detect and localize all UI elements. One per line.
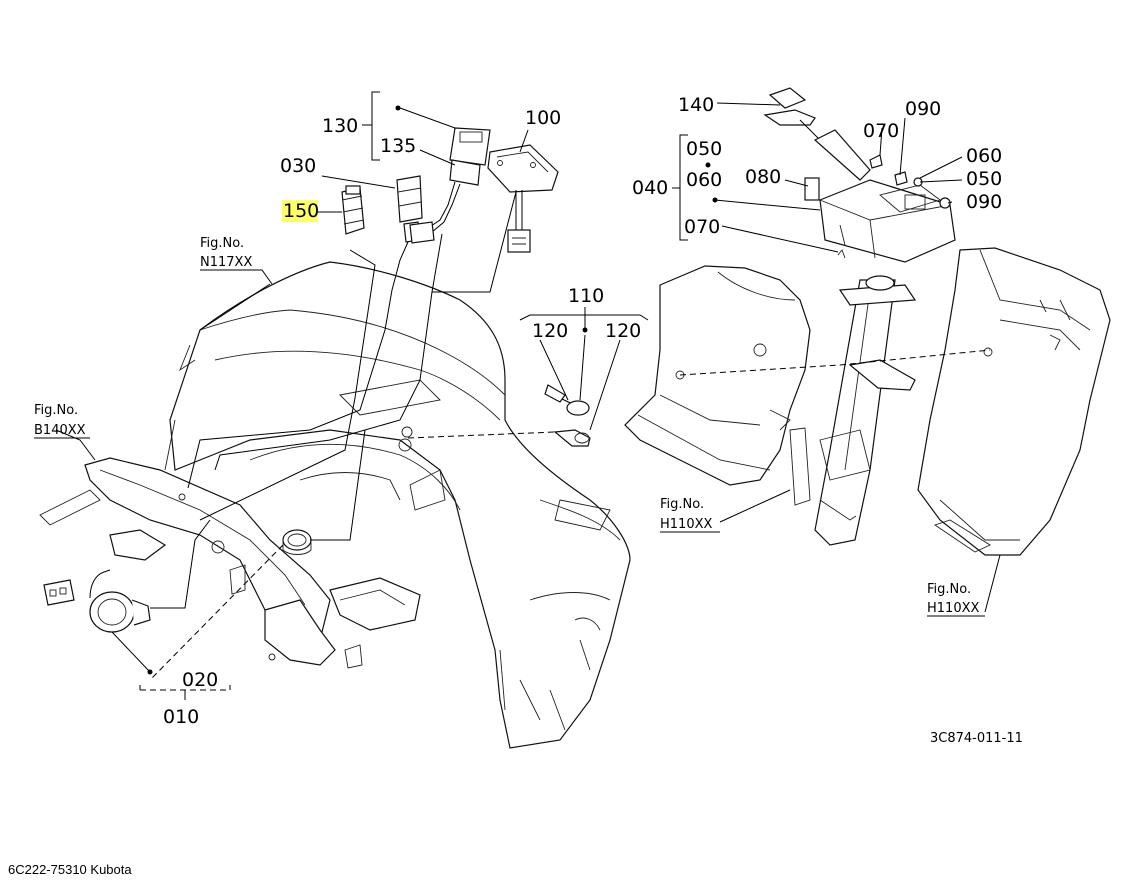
callout-070-top[interactable]: 070 bbox=[863, 120, 899, 142]
callout-080[interactable]: 080 bbox=[745, 166, 781, 188]
key-set-110[interactable] bbox=[544, 384, 591, 447]
lever-140[interactable] bbox=[763, 87, 871, 181]
callout-135[interactable]: 135 bbox=[380, 135, 416, 157]
callout-050-top[interactable]: 050 bbox=[686, 138, 722, 160]
callout-100[interactable]: 100 bbox=[525, 107, 561, 129]
fig-ref-n117-title[interactable]: Fig.No. bbox=[200, 236, 244, 251]
bracket-bar bbox=[39, 457, 421, 669]
column-cover-left bbox=[624, 265, 811, 486]
fig-ref-n117-code[interactable]: N117XX bbox=[200, 255, 252, 270]
callout-090-top[interactable]: 090 bbox=[905, 98, 941, 120]
callout-120-right[interactable]: 120 bbox=[605, 320, 641, 342]
connector-plate-100[interactable] bbox=[487, 144, 559, 253]
lighter-socket-020[interactable] bbox=[43, 569, 151, 633]
callout-060-left[interactable]: 060 bbox=[686, 169, 722, 191]
leader-lines-right bbox=[672, 102, 1001, 613]
callout-090-right[interactable]: 090 bbox=[966, 191, 1002, 213]
callout-020[interactable]: 020 bbox=[182, 669, 218, 691]
callout-040[interactable]: 040 bbox=[632, 177, 668, 199]
callout-070-bottom[interactable]: 070 bbox=[684, 216, 720, 238]
callout-060-right[interactable]: 060 bbox=[966, 145, 1002, 167]
footer-caption: 6C222-75310 Kubota bbox=[8, 862, 132, 877]
combination-switch-040[interactable] bbox=[819, 179, 956, 263]
callout-110[interactable]: 110 bbox=[568, 285, 604, 307]
fig-ref-h110-right-title[interactable]: Fig.No. bbox=[927, 582, 971, 597]
callout-140[interactable]: 140 bbox=[678, 94, 714, 116]
hazard-switch-130[interactable] bbox=[409, 127, 491, 244]
callout-010[interactable]: 010 bbox=[163, 706, 199, 728]
drawing-code: 3C874-011-11 bbox=[930, 731, 1023, 746]
fig-ref-h110-left-code[interactable]: H110XX bbox=[660, 517, 712, 532]
ring-nut-010[interactable] bbox=[282, 529, 312, 555]
callout-130[interactable]: 130 bbox=[322, 115, 358, 137]
steering-column bbox=[789, 275, 917, 546]
callout-150[interactable]: 150 bbox=[283, 200, 319, 222]
switch-150[interactable] bbox=[341, 185, 365, 235]
dash-panel bbox=[164, 261, 631, 749]
callouts: 130 135 100 030 150 110 120 120 020 010 … bbox=[163, 94, 1002, 728]
callout-120-left[interactable]: 120 bbox=[532, 320, 568, 342]
column-cover-right bbox=[917, 247, 1111, 556]
callout-050-right[interactable]: 050 bbox=[966, 168, 1002, 190]
leader-lines-left bbox=[55, 91, 649, 700]
fig-ref-h110-right-code[interactable]: H110XX bbox=[927, 601, 979, 616]
fig-ref-h110-left-title[interactable]: Fig.No. bbox=[660, 497, 704, 512]
fig-ref-b140-title[interactable]: Fig.No. bbox=[34, 403, 78, 418]
fig-references: Fig.No. N117XX Fig.No. B140XX Fig.No. H1… bbox=[34, 236, 985, 617]
highlight-150 bbox=[282, 200, 318, 222]
hardware-small bbox=[804, 154, 951, 259]
callout-030[interactable]: 030 bbox=[280, 155, 316, 177]
fig-ref-b140-code[interactable]: B140XX bbox=[34, 423, 86, 438]
